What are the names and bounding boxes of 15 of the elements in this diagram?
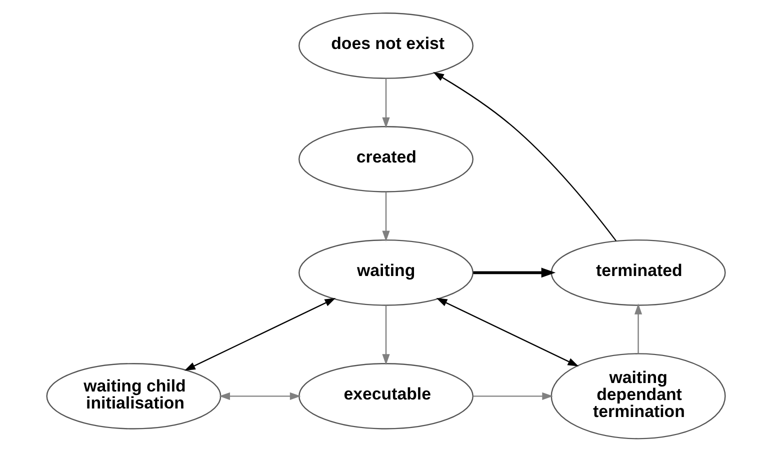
node-ellipse: executable (298, 363, 474, 430)
arrow (634, 304, 642, 354)
node-ellipse: created (298, 126, 474, 192)
node-ellipse: terminated (550, 239, 726, 306)
arrow (473, 392, 554, 400)
node-ellipse: does not exist (298, 12, 474, 79)
arrow (382, 192, 390, 242)
arrow (382, 305, 390, 366)
arrow (473, 268, 556, 278)
arrow (436, 298, 579, 366)
arrow (433, 72, 617, 242)
arrow (184, 298, 336, 371)
node-ellipse: waiting dependant termination (550, 353, 726, 440)
arrow (382, 78, 390, 128)
arrow (219, 392, 301, 400)
